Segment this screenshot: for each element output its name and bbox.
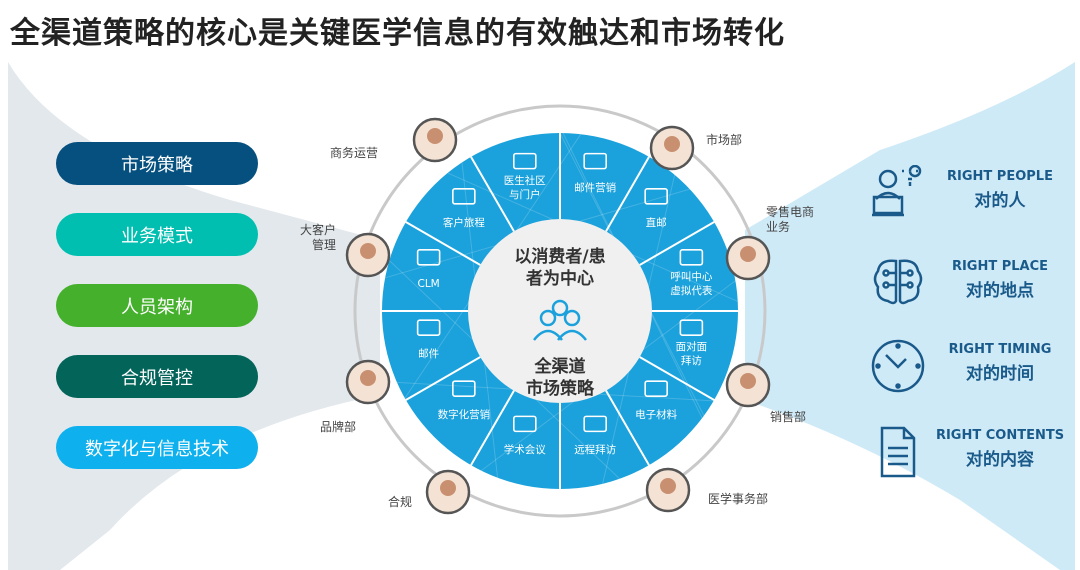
segment-divider bbox=[405, 356, 481, 401]
center-circle bbox=[468, 219, 652, 403]
document-icon bbox=[880, 426, 916, 478]
channel-segment-label[interactable]: 电子材料 bbox=[635, 409, 678, 422]
stakeholder-label: 零售电商 业务 bbox=[766, 205, 815, 234]
center-title: 以消费者/患 者为中心 bbox=[470, 246, 650, 290]
monitor-icon bbox=[416, 249, 441, 266]
brain-circuit-icon bbox=[873, 259, 923, 305]
right-people-en: RIGHT PEOPLE bbox=[947, 169, 1053, 184]
right-place-en: RIGHT PLACE bbox=[951, 259, 1049, 274]
globe-people-icon bbox=[644, 380, 668, 397]
right-place: RIGHT PLACE 对的地点 bbox=[870, 255, 1070, 315]
presentation-icon bbox=[583, 415, 607, 433]
channel-segment-label[interactable]: 客户旅程 bbox=[442, 216, 485, 229]
stakeholder-label: 大客户 管理 bbox=[300, 223, 337, 252]
stakeholder-label: 合规 bbox=[388, 495, 413, 509]
avatar-face bbox=[360, 243, 376, 259]
stakeholder-label: 销售部 bbox=[770, 410, 807, 424]
channel-segment-label[interactable]: 数字化营销 bbox=[437, 409, 491, 422]
segment-divider bbox=[470, 156, 515, 232]
right-contents-en: RIGHT CONTENTS bbox=[935, 428, 1065, 443]
right-people-zh: 对的人 bbox=[974, 191, 1026, 211]
channel-wheel bbox=[345, 104, 771, 518]
channel-segment-label[interactable]: 邮件 bbox=[418, 348, 440, 361]
journey-icon bbox=[452, 188, 476, 205]
channel-segment-label[interactable]: 医生社区 与门户 bbox=[503, 174, 546, 201]
channel-segment-label[interactable]: 邮件营销 bbox=[574, 181, 617, 194]
right-timing-zh: 对的时间 bbox=[966, 364, 1034, 384]
avatar-face bbox=[740, 373, 756, 389]
channel-segment-label[interactable]: 面对面 拜访 bbox=[675, 341, 708, 368]
avatar-face bbox=[360, 370, 376, 386]
segment-divider bbox=[605, 390, 650, 466]
person-laptop-idea-icon bbox=[872, 165, 922, 217]
handshake-icon bbox=[679, 319, 704, 336]
pillar-compliance: 合规管控 bbox=[56, 355, 258, 398]
center-title-line1: 以消费者/患 bbox=[514, 247, 606, 267]
center-subtitle-line2: 市场策略 bbox=[526, 379, 594, 399]
pillar-market-strategy: 市场策略 bbox=[56, 142, 258, 185]
channel-segment-label[interactable]: 直邮 bbox=[645, 216, 667, 229]
mail-icon bbox=[583, 152, 607, 170]
mail-icon bbox=[416, 319, 441, 336]
clock-icon bbox=[871, 339, 925, 393]
avatar-face bbox=[660, 478, 676, 494]
avatar-face bbox=[740, 246, 756, 262]
pillar-business-model: 业务模式 bbox=[56, 213, 258, 256]
center-title-line2: 者为中心 bbox=[526, 269, 594, 289]
printer-icon bbox=[644, 188, 668, 205]
stakeholder-label: 市场部 bbox=[706, 133, 743, 147]
right-place-zh: 对的地点 bbox=[966, 281, 1034, 301]
segment-divider bbox=[639, 221, 715, 266]
right-contents-zh: 对的内容 bbox=[966, 450, 1034, 470]
stakeholder-label: 商务运营 bbox=[330, 146, 379, 160]
conference-icon bbox=[513, 415, 537, 433]
channel-segment-label[interactable]: 远程拜访 bbox=[574, 444, 617, 457]
avatar-face bbox=[427, 128, 443, 144]
right-contents: RIGHT CONTENTS 对的内容 bbox=[870, 424, 1070, 484]
segment-divider bbox=[639, 356, 715, 401]
pillar-digital-it: 数字化与信息技术 bbox=[56, 426, 258, 469]
page-title: 全渠道策略的核心是关键医学信息的有效触达和市场转化 bbox=[10, 16, 785, 51]
stakeholder-label: 品牌部 bbox=[320, 420, 357, 434]
avatar-face bbox=[440, 480, 456, 496]
telephone-icon bbox=[679, 249, 704, 266]
channel-segment-label[interactable]: 学术会议 bbox=[503, 444, 546, 457]
center-subtitle: 全渠道 市场策略 bbox=[470, 356, 650, 400]
right-timing-en: RIGHT TIMING bbox=[948, 342, 1052, 357]
right-funnel bbox=[745, 62, 1075, 570]
patients-heart-icon bbox=[533, 299, 587, 341]
center-subtitle-line1: 全渠道 bbox=[534, 357, 586, 377]
segment-divider bbox=[605, 156, 650, 232]
phone-chat-icon bbox=[452, 380, 476, 397]
channel-segment-label[interactable]: 呼叫中心 虚拟代表 bbox=[670, 270, 713, 297]
avatar-face bbox=[664, 136, 680, 152]
right-timing: RIGHT TIMING 对的时间 bbox=[870, 338, 1070, 398]
community-icon bbox=[513, 152, 537, 170]
stakeholder-label: 医学事务部 bbox=[708, 492, 769, 506]
stakeholder-ring bbox=[353, 104, 767, 518]
segment-divider bbox=[470, 390, 515, 466]
right-people: RIGHT PEOPLE 对的人 bbox=[870, 165, 1070, 225]
segment-divider bbox=[405, 221, 481, 266]
pillar-org-structure: 人员架构 bbox=[56, 284, 258, 327]
channel-segment-label[interactable]: CLM bbox=[417, 277, 440, 290]
